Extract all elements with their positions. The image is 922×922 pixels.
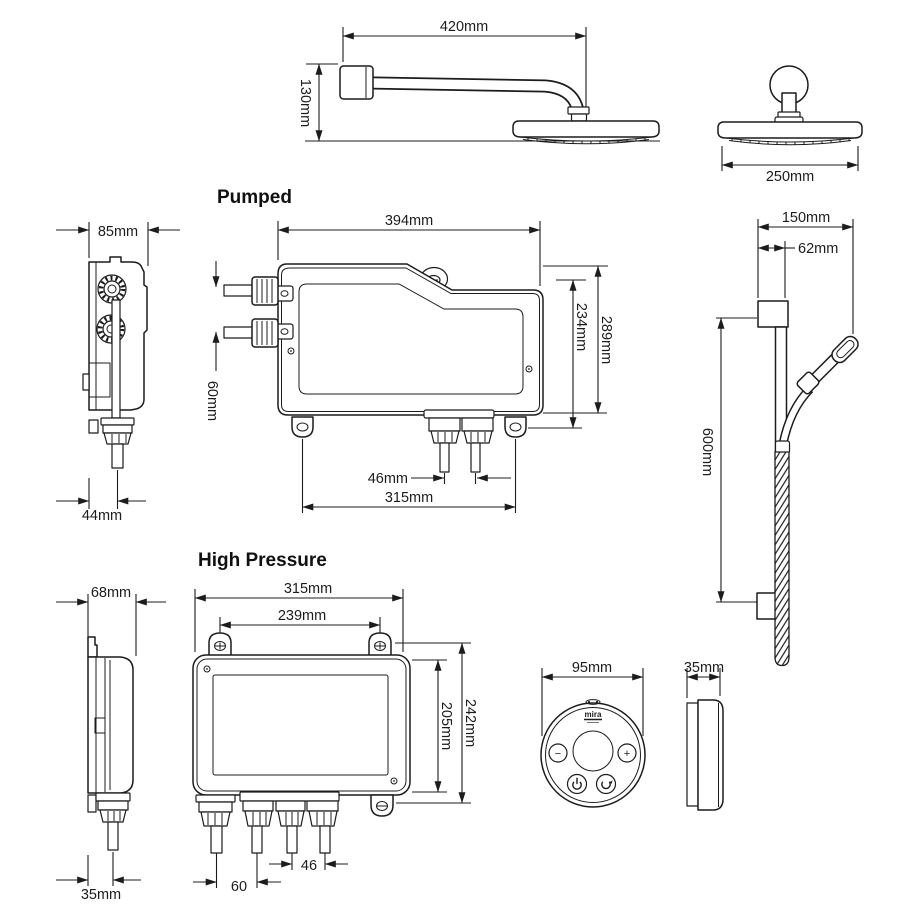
dim-label-hp-height-body: 205mm bbox=[438, 702, 454, 750]
high-pressure-title: High Pressure bbox=[198, 550, 327, 571]
plus-button[interactable]: + bbox=[617, 743, 637, 763]
dim-label-controller-diameter: 95mm bbox=[572, 660, 612, 676]
pumped-inlet-top bbox=[223, 276, 279, 306]
power-icon bbox=[572, 777, 582, 790]
plus-label: + bbox=[624, 748, 630, 760]
screw bbox=[287, 347, 295, 355]
shower-head-front bbox=[717, 121, 863, 139]
dim-label-hp-depth: 68mm bbox=[91, 585, 131, 601]
spray-face-ticks bbox=[731, 138, 850, 145]
arm-wall-plate bbox=[339, 65, 374, 100]
dim-label-pumped-depth: 85mm bbox=[98, 224, 138, 240]
minus-button[interactable]: − bbox=[548, 743, 568, 763]
dim-label-pumped-height-body: 234mm bbox=[573, 303, 589, 351]
dim-label-pumped-base-width: 315mm bbox=[385, 490, 433, 506]
pumped-title: Pumped bbox=[217, 187, 292, 208]
controller-indicator bbox=[585, 699, 601, 705]
rail-top-bracket bbox=[757, 300, 789, 328]
handset-head bbox=[831, 335, 859, 364]
dim-label-rail-bracket-width: 150mm bbox=[782, 210, 830, 226]
high-pressure-valve-front-view: High Pressure 315mm 239mm bbox=[192, 550, 478, 895]
minus-label: − bbox=[555, 748, 561, 760]
pumped-side-inlet-bottom bbox=[96, 314, 126, 344]
pumped-valve-body bbox=[277, 263, 544, 416]
pumped-valve-front-view: Pumped 394mm bbox=[202, 187, 614, 513]
overhead-shower-head-front-view: 250mm bbox=[717, 65, 863, 185]
dim-label-pumped-inlet-spacing: 60mm bbox=[204, 381, 220, 421]
dim-label-hp-outlet-offset: 35mm bbox=[81, 887, 121, 903]
controller-side-view: 35mm bbox=[684, 660, 724, 811]
overhead-shower-arm-side-view: 420mm 130mm bbox=[297, 19, 660, 145]
controller-bezel bbox=[540, 702, 646, 808]
dim-label-pumped-height-overall: 289mm bbox=[598, 316, 614, 364]
dim-label-rail-length: 600mm bbox=[699, 428, 715, 476]
dim-label-hp-fixing-centres: 239mm bbox=[278, 608, 326, 624]
dim-label-arm-reach: 420mm bbox=[440, 19, 488, 35]
dim-label-head-diameter: 250mm bbox=[766, 169, 814, 185]
hp-fixing-tab-left bbox=[208, 632, 232, 658]
controller-side-backplate bbox=[686, 702, 699, 807]
pumped-inlet-bottom bbox=[223, 318, 279, 348]
cycle-arrow-icon bbox=[601, 780, 613, 790]
hp-outlets bbox=[195, 791, 340, 854]
select-button[interactable] bbox=[595, 773, 617, 795]
handset bbox=[774, 335, 859, 454]
controller-side-body bbox=[697, 699, 724, 811]
hp-fixing-tab-bottom bbox=[370, 794, 394, 817]
screw bbox=[390, 777, 398, 785]
hp-side-top-tab bbox=[87, 636, 98, 658]
high-pressure-valve-side-view: 68mm 35mm bbox=[56, 585, 166, 903]
dim-label-hp-outlet-spacing-b: 46 bbox=[301, 858, 317, 874]
hp-valve-body bbox=[192, 654, 411, 796]
shower-hose bbox=[774, 451, 790, 667]
dim-label-pumped-outlet-spacing: 46mm bbox=[368, 471, 408, 487]
dim-label-pumped-outlet-offset: 44mm bbox=[82, 508, 122, 524]
hp-fixing-tab-right bbox=[368, 632, 392, 658]
pumped-side-inlet-top bbox=[97, 274, 127, 304]
pumped-outlets bbox=[423, 409, 495, 473]
screw bbox=[525, 365, 533, 373]
pumped-cover-panel bbox=[298, 283, 524, 395]
screw bbox=[203, 665, 211, 673]
dim-label-controller-depth: 35mm bbox=[684, 660, 724, 676]
dim-label-hp-outlet-spacing-a: 60 bbox=[231, 879, 247, 895]
dim-label-arm-drop: 130mm bbox=[297, 79, 313, 127]
dim-label-rail-offset: 62mm bbox=[798, 241, 838, 257]
brand-logo: mira bbox=[585, 710, 602, 719]
dim-label-hp-width: 315mm bbox=[284, 581, 332, 597]
hp-cover-panel bbox=[212, 674, 389, 776]
controller-dial[interactable] bbox=[572, 730, 614, 772]
shower-head-side bbox=[512, 120, 660, 138]
pumped-foot-right bbox=[504, 416, 527, 438]
dim-label-hp-height-overall: 242mm bbox=[462, 699, 478, 747]
slide-rail-view: 150mm 62mm 600mm bbox=[699, 210, 859, 667]
power-button[interactable] bbox=[566, 773, 588, 795]
pumped-foot-left bbox=[291, 416, 314, 438]
controller-front-view: 95mm mira − + bbox=[540, 660, 646, 808]
handset-holder bbox=[796, 371, 820, 395]
dim-label-pumped-width: 394mm bbox=[385, 213, 433, 229]
pumped-valve-side-view: 85mm 44mm bbox=[56, 222, 180, 524]
